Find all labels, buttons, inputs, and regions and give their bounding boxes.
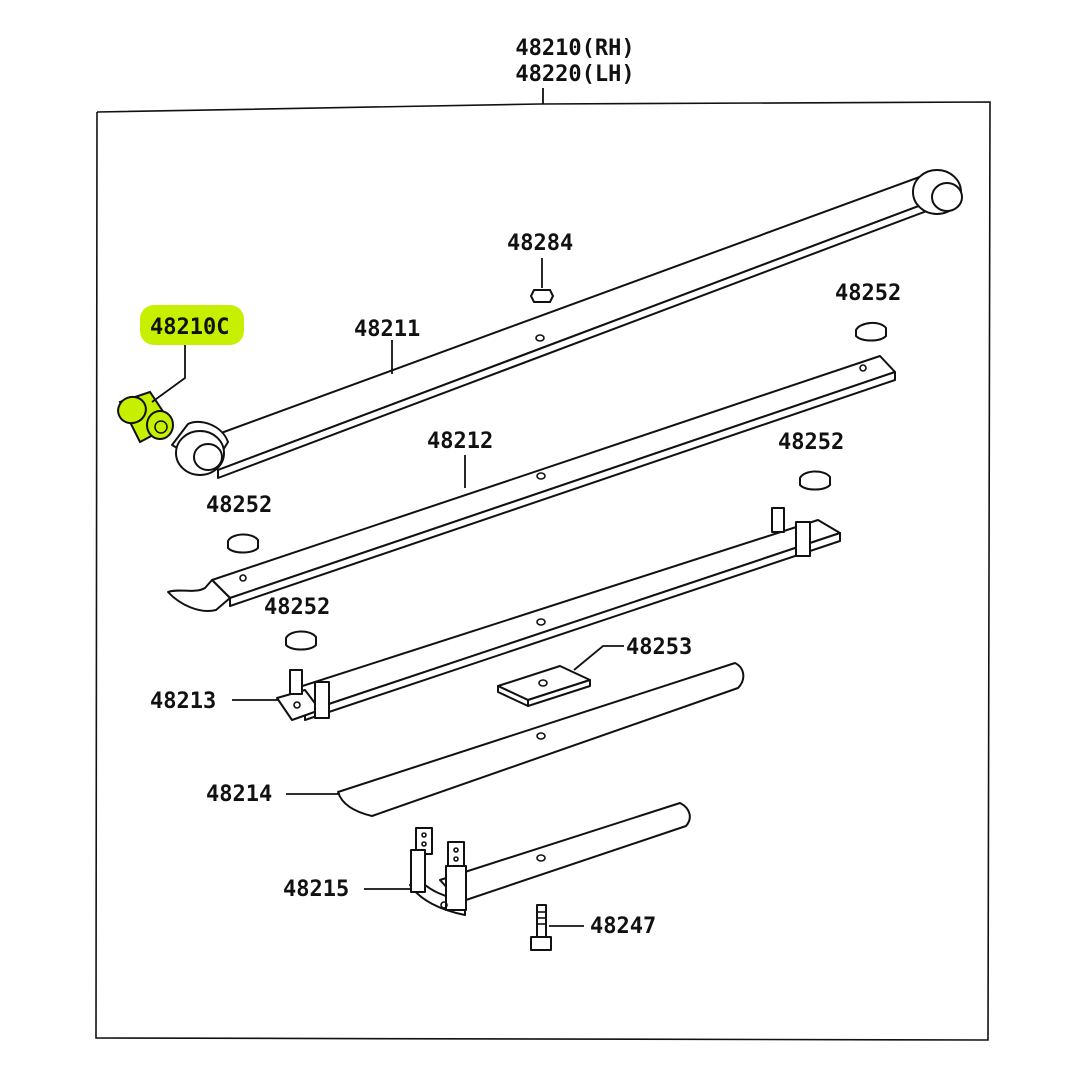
spacer-label: 48253 bbox=[626, 635, 692, 660]
leaf-48213-label: 48213 bbox=[150, 689, 216, 714]
leaf-48213-part bbox=[276, 507, 841, 721]
insert-nut-part bbox=[530, 289, 554, 303]
insert-nut-label: 48284 bbox=[507, 231, 573, 256]
leaf-48215-label: 48215 bbox=[283, 877, 349, 902]
spacer-48253-part bbox=[497, 665, 591, 707]
leaf-48214-part bbox=[337, 662, 745, 817]
leaf-48212-label: 48212 bbox=[427, 429, 493, 454]
center-bolt-label: 48247 bbox=[590, 914, 656, 939]
leaf-48214-label: 48214 bbox=[206, 782, 272, 807]
insert-a-part bbox=[855, 322, 887, 342]
bushing-leader bbox=[151, 345, 186, 403]
insert-b-label: 48252 bbox=[778, 430, 844, 455]
assembly-label-lh: 48220(LH) bbox=[515, 62, 634, 87]
leaf-48211-label: 48211 bbox=[354, 317, 420, 342]
bushing-label: 48210C bbox=[150, 315, 229, 340]
insert-d-part bbox=[285, 630, 317, 651]
bushing-label-highlight bbox=[140, 305, 244, 345]
center-bolt-48247-part bbox=[530, 904, 552, 951]
insert-c-part bbox=[227, 533, 259, 554]
insert-a-label: 48252 bbox=[835, 281, 901, 306]
leaf-48211-part bbox=[171, 169, 963, 479]
insert-d-label: 48252 bbox=[264, 595, 330, 620]
bushing-48210c-part bbox=[117, 390, 174, 444]
insert-b-part bbox=[799, 470, 831, 491]
spacer-leader bbox=[573, 645, 624, 671]
leaf-48212-part bbox=[167, 355, 896, 612]
assembly-label-rh: 48210(RH) bbox=[515, 36, 634, 61]
diagram-frame bbox=[95, 101, 991, 1041]
leaf-48215-part bbox=[409, 802, 691, 916]
insert-c-label: 48252 bbox=[206, 493, 272, 518]
